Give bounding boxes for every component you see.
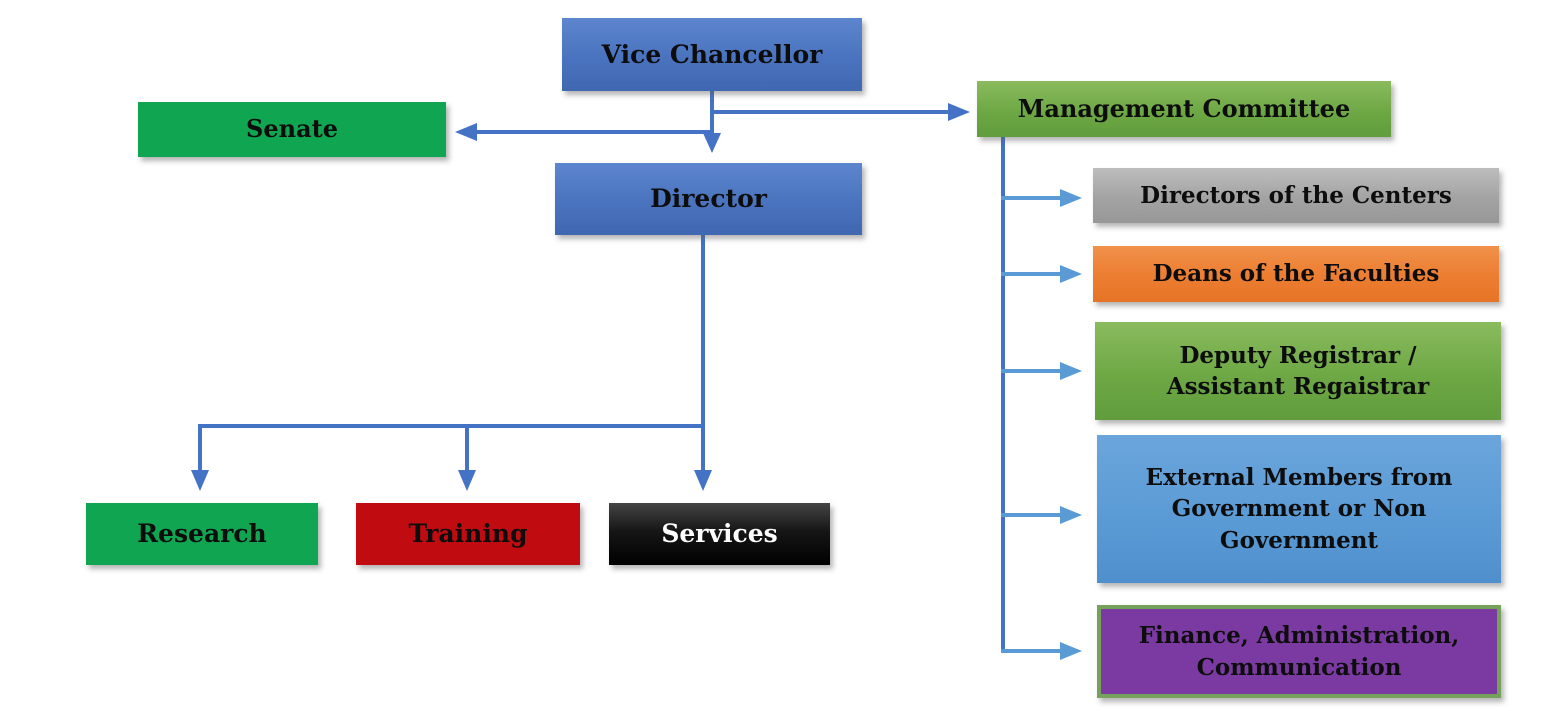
node-finance-administration-label: Finance, Administration, Communication (1138, 622, 1460, 681)
arrowhead-mc-deputy (1060, 362, 1082, 380)
node-director-label: Director (650, 184, 767, 214)
node-senate-label: Senate (246, 114, 338, 144)
node-directors-of-centers: Directors of the Centers (1093, 168, 1499, 223)
node-management-committee-label: Management Committee (1017, 93, 1351, 123)
node-deputy-registrar-label: Deputy Registrar / Assistant Regaistrar (1166, 341, 1430, 400)
node-deans-of-faculties: Deans of the Faculties (1093, 246, 1499, 302)
node-training-label: Training (408, 519, 528, 549)
node-services-label: Services (661, 519, 778, 549)
arrowhead-mc-finance (1060, 642, 1082, 660)
node-senate: Senate (138, 102, 446, 157)
arrowhead-vc-management (948, 103, 970, 121)
node-vice-chancellor: Vice Chancellor (562, 18, 862, 91)
node-external-members-label: External Members from Government or Non … (1145, 464, 1453, 554)
node-management-committee: Management Committee (977, 81, 1391, 137)
arrowhead-director-training (458, 470, 476, 491)
arrowhead-vc-senate (455, 123, 477, 141)
node-deputy-registrar: Deputy Registrar / Assistant Regaistrar (1095, 322, 1501, 420)
node-deans-of-faculties-label: Deans of the Faculties (1152, 260, 1440, 288)
node-directors-of-centers-label: Directors of the Centers (1140, 181, 1452, 209)
arrowhead-mc-deans (1060, 265, 1082, 283)
arrowhead-director-research (191, 470, 209, 491)
node-external-members: External Members from Government or Non … (1097, 435, 1501, 583)
node-vice-chancellor-label: Vice Chancellor (601, 39, 823, 69)
arrowhead-director-services (694, 470, 712, 491)
node-research: Research (86, 503, 318, 565)
node-services: Services (609, 503, 830, 565)
node-director: Director (555, 163, 862, 235)
arrowhead-vc-director (703, 133, 721, 153)
node-research-label: Research (137, 519, 267, 549)
arrowhead-mc-centers (1060, 189, 1082, 207)
node-finance-administration: Finance, Administration, Communication (1097, 605, 1501, 698)
arrowhead-mc-external (1060, 506, 1082, 524)
node-training: Training (356, 503, 580, 565)
